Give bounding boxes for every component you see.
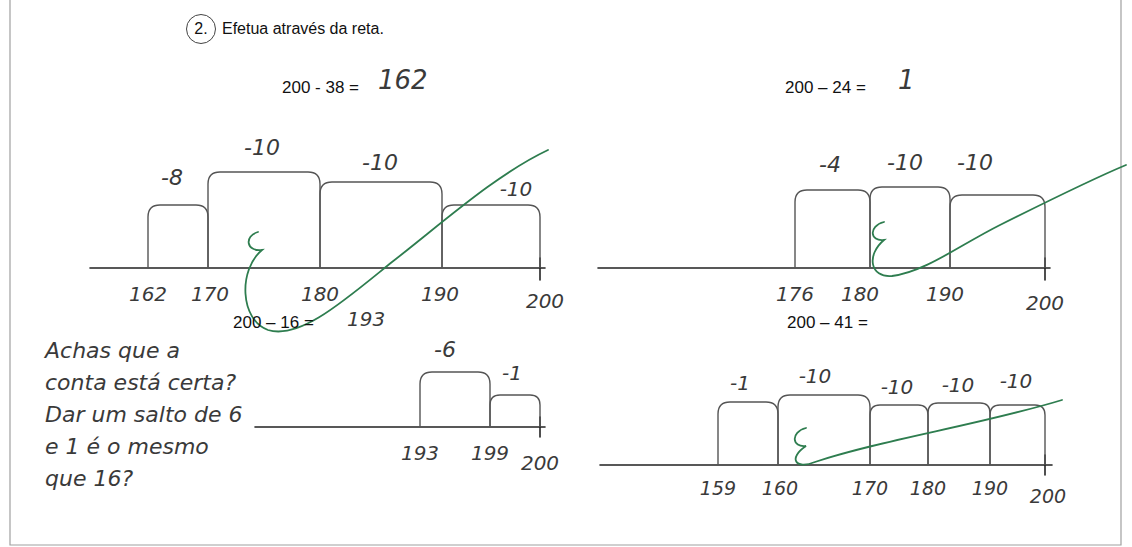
jump-arc bbox=[778, 395, 870, 465]
handwritten-number: 180 bbox=[301, 283, 339, 306]
jump-arc bbox=[718, 402, 778, 465]
handwritten-number: -1 bbox=[502, 362, 522, 385]
number-line bbox=[90, 267, 545, 269]
handwritten-number: 176 bbox=[776, 283, 814, 306]
jump-arc bbox=[148, 205, 208, 268]
exercise-number-circle: 2. bbox=[186, 14, 216, 44]
handwritten-number: 190 bbox=[421, 283, 459, 306]
handwritten-number: 180 bbox=[910, 478, 946, 500]
handwritten-number: 190 bbox=[972, 478, 1008, 500]
jump-arc bbox=[928, 403, 990, 465]
jump-arc bbox=[950, 195, 1045, 268]
jump-arc bbox=[870, 187, 950, 268]
number-line bbox=[255, 426, 545, 428]
handwritten-number: 200 bbox=[521, 452, 559, 475]
handwritten-number: -10 bbox=[500, 178, 533, 201]
jump-arc bbox=[208, 172, 320, 268]
handwritten-number: 160 bbox=[762, 478, 798, 500]
handwritten-number: 193 bbox=[347, 308, 385, 331]
handwritten-number: 170 bbox=[852, 478, 888, 500]
handwritten-number: 170 bbox=[191, 283, 229, 306]
handwritten-number: 190 bbox=[926, 283, 964, 306]
handwritten-number: -4 bbox=[819, 152, 841, 177]
handwritten-number: -10 bbox=[881, 376, 914, 399]
teacher-check-mark bbox=[245, 150, 548, 332]
printed-expression: 200 – 41 = bbox=[787, 313, 868, 333]
handwritten-number: 180 bbox=[841, 283, 879, 306]
printed-expression: 200 – 16 = bbox=[233, 313, 314, 333]
teacher-check-mark bbox=[873, 165, 1126, 276]
handwritten-number: -10 bbox=[957, 150, 993, 175]
handwritten-number: 162 bbox=[378, 66, 428, 96]
printed-expression: 200 – 24 = bbox=[785, 78, 866, 98]
handwritten-number: 162 bbox=[129, 283, 167, 306]
handwritten-number: -1 bbox=[730, 372, 750, 395]
handwritten-number: -8 bbox=[161, 165, 183, 190]
jump-arc bbox=[442, 205, 540, 268]
jump-arc bbox=[795, 190, 870, 268]
handwritten-number: -10 bbox=[362, 150, 398, 175]
jump-arc bbox=[990, 405, 1045, 465]
handwritten-number: 200 bbox=[1026, 292, 1064, 315]
handwritten-number: 193 bbox=[401, 442, 439, 465]
handwritten-number: 159 bbox=[700, 478, 736, 500]
jump-arc bbox=[320, 182, 442, 268]
handwritten-number: -10 bbox=[244, 135, 280, 160]
instruction-title: Efetua através da reta. bbox=[222, 20, 384, 38]
handwritten-number: -10 bbox=[887, 150, 923, 175]
printed-expression: 200 - 38 = bbox=[282, 78, 359, 98]
number-line bbox=[600, 464, 1052, 466]
jump-arc bbox=[490, 395, 540, 427]
page-frame bbox=[10, 0, 1121, 545]
handwritten-number: 199 bbox=[471, 442, 509, 465]
handwritten-number: 200 bbox=[526, 290, 564, 313]
exercise-number: 2. bbox=[194, 20, 207, 38]
handwritten-number: -6 bbox=[434, 337, 456, 362]
jump-arc bbox=[420, 372, 490, 427]
teacher-check-mark bbox=[795, 400, 1062, 465]
handwritten-number: 1 bbox=[898, 66, 915, 96]
handwritten-number: -10 bbox=[1000, 370, 1033, 393]
number-line bbox=[598, 267, 1050, 269]
handwritten-number: 200 bbox=[1030, 486, 1066, 508]
teacher-note: Achas que a conta está certa? Dar um sal… bbox=[45, 335, 245, 495]
handwritten-number: -10 bbox=[799, 365, 832, 388]
handwritten-number: -10 bbox=[942, 374, 975, 397]
